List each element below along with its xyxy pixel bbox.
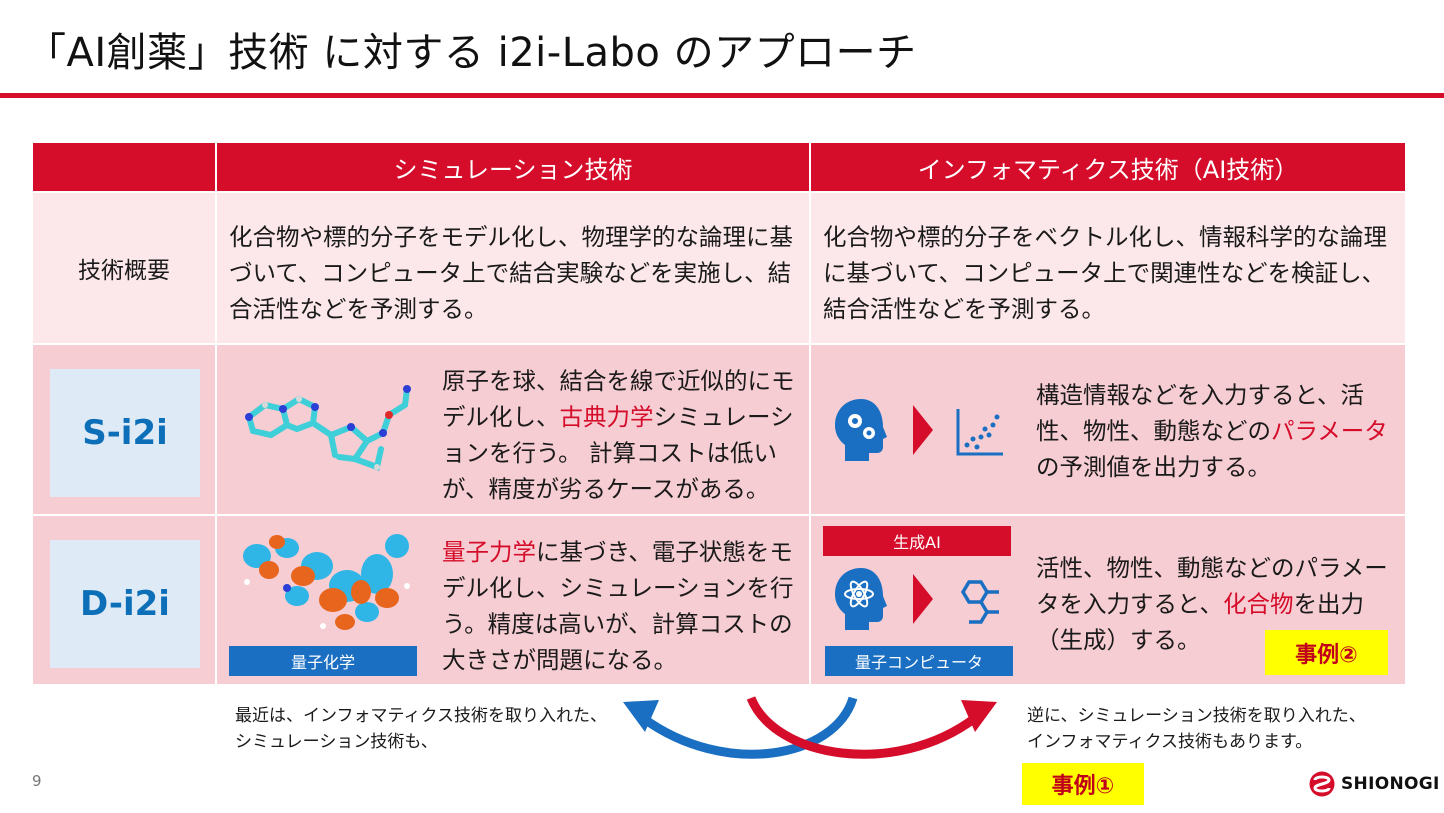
hexagon-molecule-icon [960,580,999,624]
d-i2i-simulation-cell: 量子化学 量子力学に基づき、電子状態をモデル化し、シミュレーションを行う。精度は… [217,516,811,686]
header-corner [33,143,217,193]
scatter-plot-icon [956,409,1003,456]
d-i2i-informatics-text: 活性、物性、動態などのパラメータを入力すると、化合物を出力（生成）する。 [1036,554,1388,654]
s-i2i-simulation-cell: 原子を球、結合を線で近似的にモデル化し、古典力学シミュレーションを行う。 計算コ… [217,345,811,516]
header-informatics: インフォマティクス技術（AI技術） [811,143,1405,193]
generative-ai-tag: 生成AI [823,526,1011,556]
quantum-computer-tag: 量子コンピュータ [825,646,1013,676]
row-label-d-i2i: D-i2i [33,516,217,686]
header-simulation: シミュレーション技術 [217,143,811,193]
comparison-table: シミュレーション技術 インフォマティクス技術（AI技術） 技術概要 化合物や標的… [33,143,1405,686]
row-label-s-i2i: S-i2i [33,345,217,516]
d-i2i-informatics-cell: 生成AI 量子コンピュータ 活性、物性、動態などのパラメータを入力すると、化合物… [811,516,1405,686]
s-i2i-simulation-text: 原子を球、結合を線で近似的にモデル化し、古典力学シミュレーションを行う。 計算コ… [442,367,795,503]
d-i2i-badge: D-i2i [50,540,200,668]
note-right: 逆に、シミュレーション技術を取り入れた、 インフォマティクス技術もあります。 [1027,706,1366,752]
shionogi-logo-icon [1309,771,1335,797]
ball-stick-molecule-icon [245,385,411,471]
ai-head-atom-icon [835,568,887,630]
ai-head-gears-icon [835,399,887,461]
overview-informatics: 化合物や標的分子をベクトル化し、情報科学的な論理に基づいて、コンピュータ上で関連… [811,193,1405,345]
exchange-arrows-icon [623,696,997,759]
case-1-label: 事例① [1022,763,1144,805]
case-2-label: 事例② [1265,630,1388,675]
row-label-overview: 技術概要 [33,193,217,345]
page-number: 9 [32,772,42,790]
play-arrow-icon [913,574,933,624]
play-arrow-icon [913,405,933,455]
d-i2i-simulation-text: 量子力学に基づき、電子状態をモデル化し、シミュレーションを行う。精度は高いが、計… [442,538,794,674]
overview-simulation: 化合物や標的分子をモデル化し、物理学的な論理に基づいて、コンピュータ上で結合実験… [217,193,811,345]
s-i2i-informatics-cell: 構造情報などを入力すると、活性、物性、動態などのパラメータの予測値を出力する。 [811,345,1405,516]
highlight-compound: 化合物 [1223,590,1294,618]
s-i2i-informatics-text: 構造情報などを入力すると、活性、物性、動態などのパラメータの予測値を出力する。 [1036,381,1388,481]
brand-name: SHIONOGI [1341,774,1440,794]
highlight-classical-mechanics: 古典力学 [559,403,654,431]
highlight-quantum-mechanics: 量子力学 [442,538,536,566]
electron-orbital-molecule-icon [243,534,410,630]
quantum-chemistry-tag: 量子化学 [229,646,417,676]
highlight-parameter: パラメータ [1271,417,1388,445]
s-i2i-badge: S-i2i [50,369,200,497]
title-divider [0,93,1444,98]
shionogi-logo: SHIONOGI [1309,771,1440,797]
note-left: 最近は、インフォマティクス技術を取り入れた、 シミュレーション技術も、 [235,706,607,752]
page-title: 「AI創薬」技術 に対する i2i-Labo のアプローチ [26,30,917,76]
